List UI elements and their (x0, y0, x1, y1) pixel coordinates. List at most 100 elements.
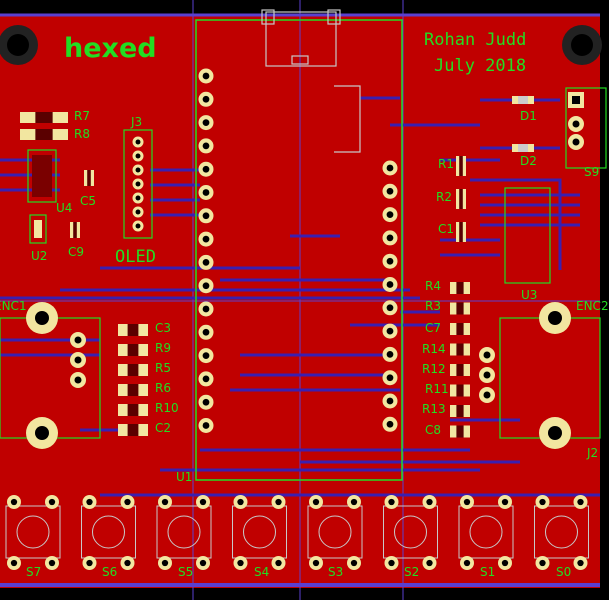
ref-s7: S7 (26, 565, 42, 579)
u1-pad (198, 418, 214, 433)
switch (232, 495, 287, 570)
u1-left-pins (198, 68, 214, 433)
smd-part (20, 112, 68, 123)
u1-pad (198, 185, 214, 200)
smd-part (118, 424, 148, 436)
switch (458, 495, 514, 570)
u1-pad (198, 301, 214, 317)
smd-part (118, 324, 148, 336)
switch-pad (422, 556, 437, 570)
switch-pad (196, 495, 210, 509)
switch-pad (45, 495, 59, 509)
smd-part (456, 222, 466, 242)
smd-part (456, 156, 466, 176)
smd-part (118, 344, 148, 356)
u1-pad (198, 278, 214, 294)
j3-pad (132, 206, 144, 218)
ref-s5: S5 (178, 565, 194, 579)
ref-u2: U2 (31, 249, 48, 263)
ref-s6: S6 (102, 565, 118, 579)
d2-diode (512, 144, 534, 152)
switch-pad (45, 556, 59, 570)
j3-pad (132, 178, 144, 190)
u1-pad (198, 138, 214, 154)
u1-pad (382, 300, 398, 316)
ref-u1: U1 (176, 470, 193, 484)
switch-pad (7, 495, 21, 509)
switch-pad (384, 495, 399, 509)
u1-right-pins (382, 160, 398, 432)
smd-part (450, 405, 470, 417)
switch-pad (422, 495, 437, 509)
ref-d2: D2 (520, 154, 537, 168)
switch-pad (82, 495, 97, 509)
switch (383, 495, 438, 570)
ref-r4: R4 (425, 279, 441, 293)
ref-r8: R8 (74, 127, 90, 141)
ref-r11: R11 (425, 382, 449, 396)
j3-pad (132, 192, 144, 204)
ref-c7: C7 (425, 321, 442, 335)
u1-pad (382, 183, 398, 199)
switch-pad (196, 556, 210, 570)
ref-enc2: ENC2 (576, 299, 609, 313)
enc2 (479, 302, 601, 449)
usb-connector (261, 9, 341, 67)
smd-part (450, 425, 470, 438)
u1-pad (198, 161, 214, 177)
ref-s1: S1 (480, 565, 496, 579)
j3-pad (132, 136, 144, 148)
u1-pad (198, 208, 214, 224)
switch-pad (158, 495, 172, 509)
smd-part (20, 129, 68, 140)
ref-r7: R7 (74, 109, 90, 123)
ref-enc1: ENC1 (0, 299, 27, 313)
ref-u4: U4 (56, 201, 73, 215)
u1-pad (198, 371, 214, 387)
smd-part (450, 343, 470, 356)
smd-part (118, 404, 148, 416)
switch-pad (233, 495, 248, 509)
switch-pad (233, 556, 248, 570)
smd-part (450, 384, 470, 397)
smd-part (118, 364, 148, 376)
switch-pad (120, 495, 135, 509)
switch-pad (384, 556, 399, 570)
ref-j3: J3 (131, 115, 143, 129)
ref-r6: R6 (155, 381, 171, 395)
switch (5, 495, 61, 570)
switch-pad (158, 556, 172, 570)
u1-pad (382, 160, 398, 176)
ref-s0: S0 (556, 565, 572, 579)
smd-part (450, 282, 470, 294)
u1-pad (198, 394, 214, 410)
ref-r14: R14 (422, 342, 446, 356)
ref-r10: R10 (155, 401, 179, 415)
oled-label: OLED (115, 247, 156, 267)
u1-pad (382, 346, 398, 362)
u1-pad (382, 416, 398, 432)
switch-pad (7, 556, 21, 570)
u1-pad (198, 68, 214, 84)
antenna-outline (334, 85, 361, 153)
j3-pad (132, 164, 144, 176)
switch-pad (347, 556, 361, 570)
switch-pad (498, 556, 512, 570)
u1-pad (198, 115, 214, 131)
mounting-holes (0, 25, 602, 65)
ref-s9: S9 (584, 165, 600, 179)
smd-part (450, 323, 470, 335)
board-date: July 2018 (434, 56, 527, 76)
switch (534, 495, 589, 570)
switch-pad (460, 495, 474, 509)
ref-r9: R9 (155, 341, 171, 355)
ref-c8: C8 (425, 423, 442, 437)
switch-pad (82, 556, 97, 570)
u1-pad (382, 323, 398, 339)
u1-pad (382, 207, 398, 223)
enc1 (0, 302, 101, 449)
switch (307, 495, 363, 570)
switch-pad (573, 556, 588, 570)
u1-pad (382, 393, 398, 409)
